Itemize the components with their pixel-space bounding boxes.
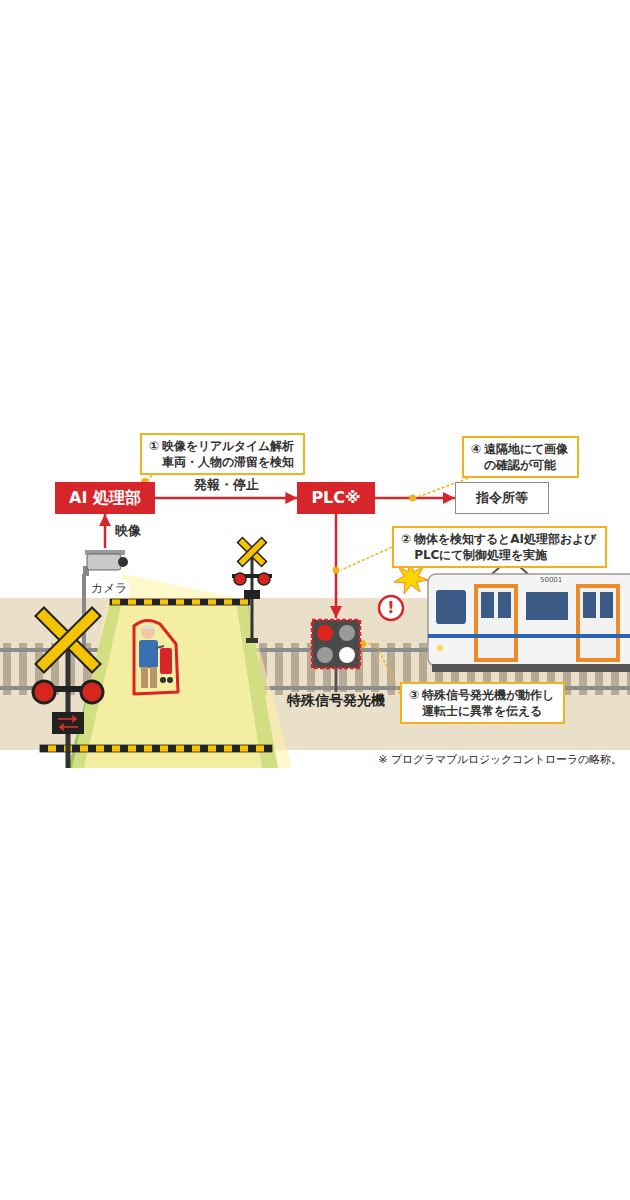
- train: [428, 574, 630, 666]
- flow-arrow: [104, 514, 107, 548]
- node-label: PLC※: [311, 488, 360, 507]
- leader-line: [145, 475, 152, 482]
- crossing-signal-large: [81, 681, 103, 703]
- train: [437, 645, 443, 651]
- crossing-signal-small: [238, 538, 267, 567]
- crossing-barrier: [40, 745, 272, 752]
- crossing-signal-small: [238, 538, 267, 567]
- process-box: PLC※: [297, 482, 374, 514]
- callout-text: 映像をリアルタイム解析 車両・人物の滞留を検知: [162, 438, 296, 470]
- camera-icon: [81, 548, 129, 576]
- node-label: AI 処理部: [69, 488, 141, 507]
- train: [583, 592, 596, 618]
- leader-dot: [409, 495, 416, 502]
- alert-circle: [379, 596, 403, 620]
- footnote: ※ プログラマブルロジックコントローラの略称。: [378, 753, 622, 767]
- leader-line: [341, 547, 392, 570]
- car-number: 50001: [540, 576, 562, 584]
- leader-line: [362, 644, 400, 694]
- callout-text: 物体を検知するとAI処理部および PLCにて制御処理を実施: [414, 531, 598, 563]
- person-with-cart: [141, 625, 155, 639]
- camera-view-cone: [72, 574, 292, 768]
- callout-box: ④遠隔地にて画像 の確認が可能: [462, 436, 579, 478]
- node-label: 特殊信号発光機: [284, 692, 388, 710]
- alert-circle: [379, 596, 403, 620]
- flow-arrow: [155, 497, 297, 500]
- crossing-signal-small: [234, 573, 246, 585]
- person-with-cart: [156, 646, 164, 648]
- person-with-cart: [150, 667, 157, 688]
- train: [498, 592, 511, 618]
- edge-label: 発報・停止: [192, 476, 261, 494]
- crossing-signal-large: [33, 681, 55, 703]
- crossing-signal-large: [58, 716, 78, 730]
- flow-arrow: [335, 514, 338, 618]
- train: [578, 586, 618, 660]
- signal-lamp: [310, 618, 362, 670]
- crossing-signal-large: [66, 650, 71, 768]
- crossing-signal-small: [246, 638, 258, 643]
- destination-box: 指令所等: [455, 482, 549, 514]
- camera-pole: [84, 574, 85, 650]
- crossing-signal-large: [52, 712, 84, 734]
- person-with-cart: [160, 677, 166, 683]
- train: [476, 586, 516, 660]
- person-with-cart: [134, 620, 178, 694]
- camera-pole: [82, 574, 86, 650]
- callout-number: ②: [401, 531, 411, 563]
- callout-box: ③特殊信号発光機が動作し 運転士に異常を伝える: [400, 682, 565, 724]
- leader-dot: [333, 567, 340, 574]
- train: [432, 664, 630, 672]
- crossing-barrier: [40, 599, 272, 752]
- train: [600, 592, 613, 618]
- person-with-cart: [139, 640, 158, 668]
- train: [428, 634, 630, 638]
- callout-box: ①映像をリアルタイム解析 車両・人物の滞留を検知: [140, 433, 305, 475]
- crossing-barrier: [110, 599, 250, 605]
- train: [526, 592, 568, 620]
- callout-number: ④: [471, 441, 481, 473]
- special-signal: 特殊信号発光機: [284, 618, 388, 710]
- crossing-signal-small: [244, 590, 260, 599]
- callout-number: ①: [149, 438, 159, 470]
- node-label: カメラ: [89, 580, 129, 597]
- crossing-signal-large: [33, 607, 103, 768]
- crossing-signal-small: [232, 538, 272, 643]
- person-with-cart: [141, 667, 148, 688]
- crossing-signal-small: [258, 573, 270, 585]
- node-label: 指令所等: [476, 490, 528, 505]
- train: [436, 590, 466, 624]
- person-with-cart: [160, 648, 172, 674]
- camera-view-cone: [72, 574, 292, 768]
- callout-text: 特殊信号発光機が動作し 運転士に異常を伝える: [422, 687, 556, 719]
- edge-label: 映像: [113, 522, 143, 540]
- train: [481, 592, 494, 618]
- crossing-signal-large: [35, 607, 100, 672]
- callout-number: ③: [409, 687, 419, 719]
- callout-box: ②物体を検知するとAI処理部および PLCにて制御処理を実施: [392, 526, 607, 568]
- callout-text: 遠隔地にて画像 の確認が可能: [484, 441, 570, 473]
- alert-mark: !: [387, 600, 394, 616]
- person-with-cart: [141, 625, 155, 629]
- crossing-signal-large: [35, 607, 100, 672]
- person-with-cart: [134, 620, 178, 694]
- process-box: AI 処理部: [55, 482, 155, 514]
- camera: カメラ: [81, 548, 129, 597]
- train: [428, 557, 630, 672]
- person-with-cart: [167, 677, 173, 683]
